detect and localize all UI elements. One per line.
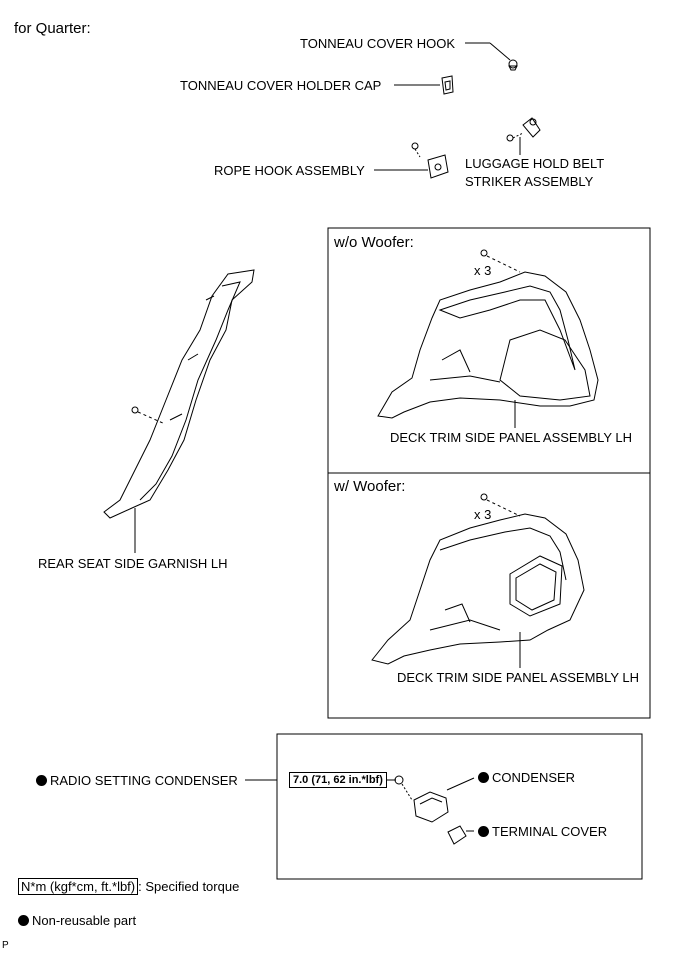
condenser-part (394, 775, 475, 823)
tonneau-cover-hook-label: TONNEAU COVER HOOK (300, 36, 456, 51)
luggage-belt-striker-part (506, 117, 541, 142)
terminal-cover-label: TERMINAL COVER (478, 824, 607, 839)
legend-torque-desc: : Specified torque (138, 879, 240, 894)
luggage-hold-belt-label-line2: STRIKER ASSEMBLY (465, 174, 594, 189)
rope-hook-part (411, 142, 449, 179)
deck-trim-panel-w-label: DECK TRIM SIDE PANEL ASSEMBLY LH (397, 670, 640, 685)
diagram-title: for Quarter: (14, 20, 91, 37)
legend-non-reusable: Non-reusable part (18, 913, 136, 928)
tonneau-cover-holder-cap-label: TONNEAU COVER HOLDER CAP (180, 78, 382, 93)
tonneau-cover-hook-part (508, 59, 518, 71)
legend-torque-unit: N*m (kgf*cm, ft.*lbf) (18, 878, 139, 895)
legend-non-reusable-text: Non-reusable part (32, 913, 137, 928)
deck-trim-panel-w-woofer (371, 493, 585, 668)
non-reusable-mark (478, 772, 489, 783)
rope-hook-assembly-label: ROPE HOOK ASSEMBLY (214, 163, 365, 178)
terminal-cover-text: TERMINAL COVER (492, 824, 608, 839)
condenser-label: CONDENSER (478, 770, 575, 785)
without-woofer-heading: w/o Woofer: (334, 234, 414, 251)
rear-seat-side-garnish-label: REAR SEAT SIDE GARNISH LH (38, 556, 228, 571)
condenser-text: CONDENSER (492, 770, 576, 785)
non-reusable-mark (478, 826, 489, 837)
with-woofer-heading: w/ Woofer: (334, 478, 406, 495)
deck-trim-panel-wo-label: DECK TRIM SIDE PANEL ASSEMBLY LH (390, 430, 633, 445)
with-woofer-qty: x 3 (474, 507, 492, 522)
without-woofer-qty: x 3 (474, 263, 492, 278)
non-reusable-mark (18, 915, 29, 926)
terminal-cover-part (447, 825, 474, 845)
radio-setting-condenser-label: RADIO SETTING CONDENSER (36, 773, 238, 788)
legend-torque: N*m (kgf*cm, ft.*lbf): Specified torque (18, 878, 240, 895)
corner-mark: P (2, 940, 9, 951)
deck-trim-panel-wo-woofer (377, 249, 599, 428)
non-reusable-mark (36, 775, 47, 786)
rear-seat-garnish-part (103, 269, 255, 553)
luggage-hold-belt-label-line1: LUGGAGE HOLD BELT (465, 156, 605, 171)
holder-cap-part (441, 75, 454, 95)
torque-spec-box: 7.0 (71, 62 in.*lbf) (289, 772, 387, 788)
radio-setting-condenser-text: RADIO SETTING CONDENSER (50, 773, 238, 788)
